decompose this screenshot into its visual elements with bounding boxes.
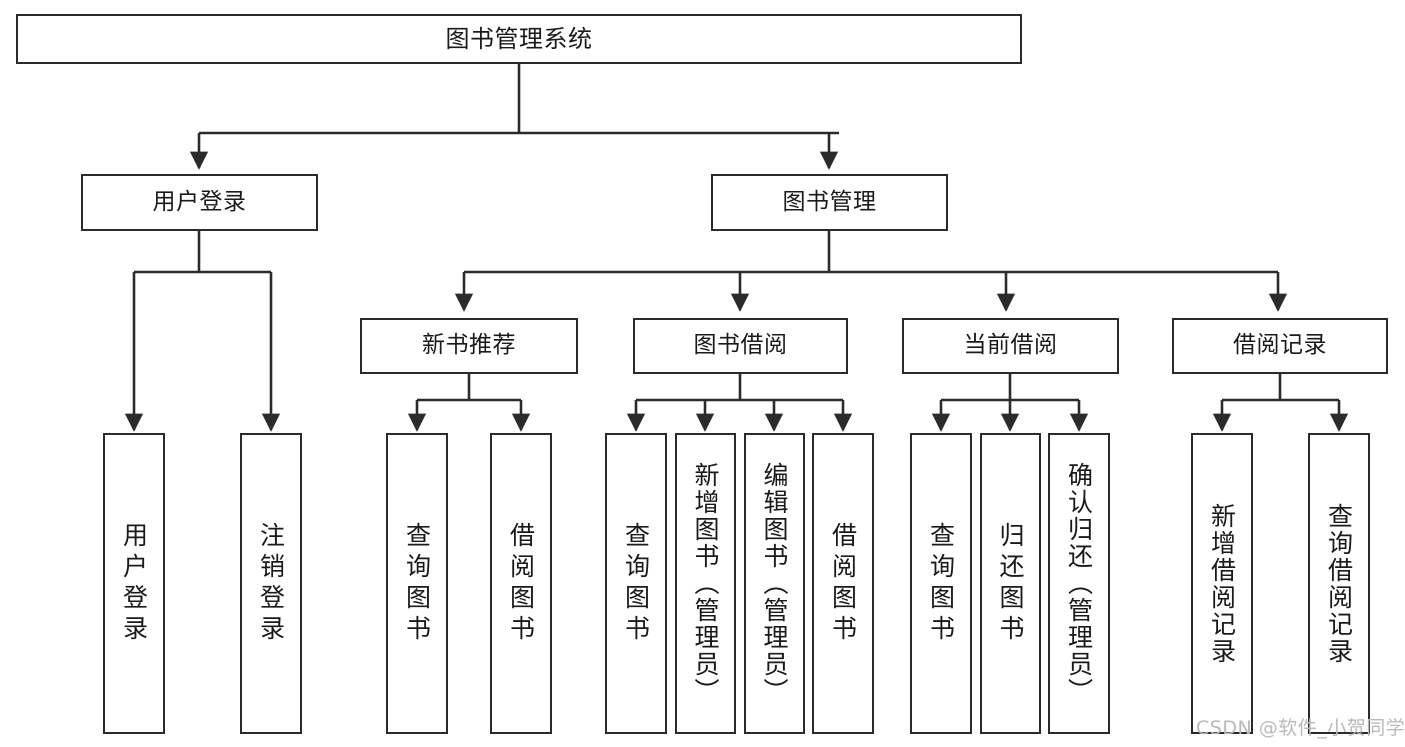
node-borrow-record[interactable]: 借阅记录: [1172, 318, 1388, 374]
csdn-watermark: CSDN @软件_小贺同学: [1196, 717, 1405, 739]
node-leaf-borrow-book-2[interactable]: 借阅图书: [812, 433, 874, 734]
node-leaf-query-book-1[interactable]: 查询图书: [386, 433, 448, 734]
node-new-book-recommend[interactable]: 新书推荐: [360, 318, 578, 374]
node-leaf-user-login[interactable]: 用户登录: [103, 433, 165, 734]
node-leaf-query-record-label: 查询借阅记录: [1324, 502, 1354, 665]
node-leaf-add-book-label: 新增图书（管理员）: [691, 462, 720, 705]
node-user-login-label: 用户登录: [152, 188, 247, 215]
node-user-login[interactable]: 用户登录: [81, 174, 318, 231]
node-root[interactable]: 图书管理系统: [16, 14, 1022, 64]
node-leaf-return-book[interactable]: 归还图书: [980, 433, 1041, 734]
node-leaf-query-book-2[interactable]: 查询图书: [605, 433, 667, 734]
node-leaf-query-book-3-label: 查询图书: [926, 521, 956, 646]
node-leaf-edit-book[interactable]: 编辑图书（管理员）: [744, 433, 805, 734]
node-leaf-query-book-1-label: 查询图书: [402, 521, 432, 646]
node-leaf-add-record-label: 新增借阅记录: [1207, 502, 1237, 665]
node-leaf-borrow-book-1[interactable]: 借阅图书: [490, 433, 552, 734]
node-leaf-query-record[interactable]: 查询借阅记录: [1308, 433, 1370, 734]
node-leaf-logout[interactable]: 注销登录: [240, 433, 302, 734]
node-leaf-add-book[interactable]: 新增图书（管理员）: [675, 433, 736, 734]
node-current-borrow[interactable]: 当前借阅: [902, 318, 1119, 374]
node-leaf-confirm-return[interactable]: 确认归还（管理员）: [1048, 433, 1110, 734]
node-leaf-add-record[interactable]: 新增借阅记录: [1191, 433, 1253, 734]
node-leaf-logout-label: 注销登录: [256, 521, 286, 646]
node-leaf-query-book-3[interactable]: 查询图书: [910, 433, 972, 734]
node-book-borrow-label: 图书借阅: [693, 332, 788, 359]
node-leaf-confirm-return-label: 确认归还（管理员）: [1064, 462, 1094, 705]
node-leaf-borrow-book-2-label: 借阅图书: [828, 521, 858, 646]
node-leaf-return-book-label: 归还图书: [996, 521, 1025, 646]
node-book-manage[interactable]: 图书管理: [711, 174, 948, 231]
node-leaf-user-login-label: 用户登录: [119, 521, 149, 646]
node-root-label: 图书管理系统: [445, 24, 593, 53]
node-leaf-borrow-book-1-label: 借阅图书: [506, 521, 536, 646]
node-new-book-recommend-label: 新书推荐: [422, 332, 516, 359]
node-book-manage-label: 图书管理: [782, 188, 877, 215]
node-current-borrow-label: 当前借阅: [963, 332, 1058, 359]
node-leaf-edit-book-label: 编辑图书（管理员）: [760, 462, 789, 705]
node-borrow-record-label: 借阅记录: [1233, 332, 1327, 359]
node-book-borrow[interactable]: 图书借阅: [633, 318, 848, 374]
node-leaf-query-book-2-label: 查询图书: [621, 521, 651, 646]
